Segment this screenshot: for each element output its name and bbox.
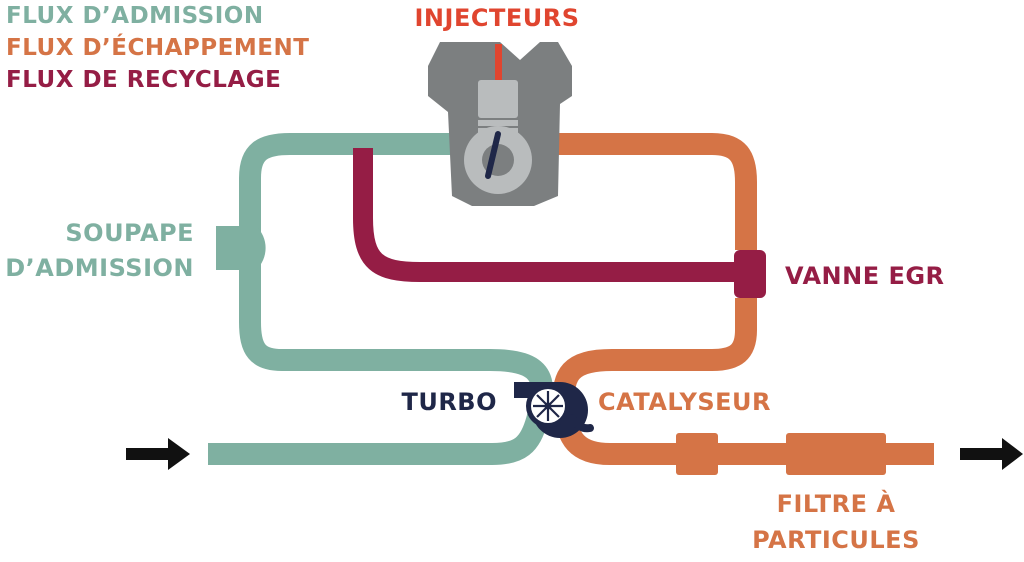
- injector-icon: [495, 44, 502, 80]
- filter-block-2: [786, 433, 886, 475]
- egr-pipe: [353, 148, 748, 282]
- label-filtre-line2: PARTICULES: [752, 526, 920, 554]
- turbo-icon: [514, 382, 594, 438]
- label-soupape-line2: D’ADMISSION: [5, 254, 194, 282]
- exhaust-pipe-upper: [540, 133, 757, 250]
- intake-pipe-lower: [208, 133, 554, 465]
- label-vanne-egr: VANNE EGR: [785, 262, 945, 290]
- label-soupape-line1: SOUPAPE: [65, 219, 194, 247]
- legend-admission: FLUX D’ADMISSION: [6, 3, 264, 29]
- label-catalyseur: CATALYSEUR: [598, 388, 771, 416]
- intake-flow: [208, 133, 554, 465]
- recycling-flow: [353, 148, 766, 298]
- arrow-in-icon: [126, 438, 190, 470]
- intake-valve-shape: [216, 226, 266, 270]
- legend-echappement: FLUX D’ÉCHAPPEMENT: [6, 33, 309, 61]
- legend-recyclage: FLUX DE RECYCLAGE: [6, 67, 281, 93]
- label-filtre-line1: FILTRE À: [777, 489, 896, 518]
- label-turbo: TURBO: [401, 388, 497, 416]
- exhaust-flow: [540, 133, 934, 475]
- arrow-out-icon: [960, 438, 1023, 470]
- label-injecteurs: INJECTEURS: [415, 4, 580, 32]
- exhaust-pipe-lower: [552, 298, 934, 465]
- engine-block-icon: [428, 42, 572, 206]
- filter-block-1: [676, 433, 718, 475]
- legend: FLUX D’ADMISSION FLUX D’ÉCHAPPEMENT FLUX…: [6, 3, 309, 93]
- egr-valve-shape: [734, 250, 766, 298]
